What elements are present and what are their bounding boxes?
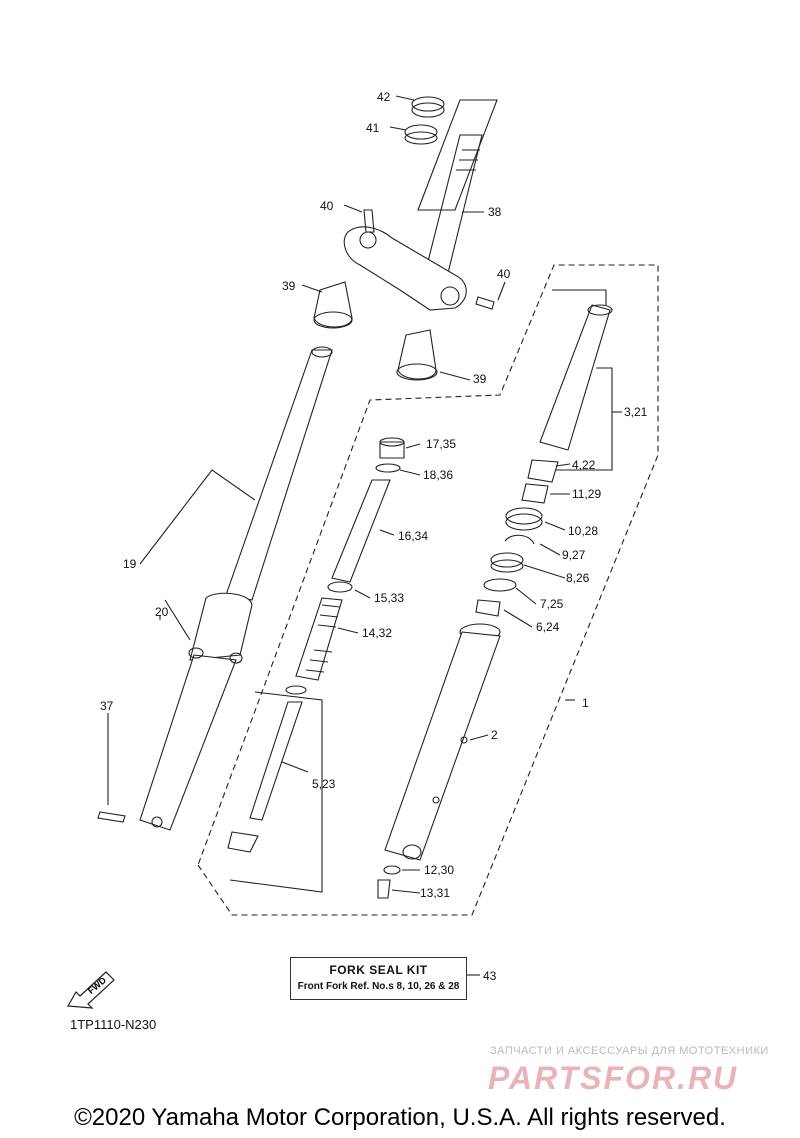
leader-lines-left <box>107 469 256 805</box>
callout-39-right: 39 <box>473 372 487 386</box>
fork-seal-kit-box: FORK SEAL KIT Front Fork Ref. No.s 8, 10… <box>290 957 467 1000</box>
spacer-16-34 <box>331 479 391 583</box>
watermark-logo: PARTSFOR.RU <box>488 1060 739 1096</box>
callout-8-26: 8,26 <box>566 571 590 585</box>
bushing-4-22 <box>527 459 559 483</box>
washer-15-33 <box>327 581 353 593</box>
washer-7-25 <box>483 578 517 592</box>
dust-seal-8-26 <box>490 552 524 573</box>
callout-10-28: 10,28 <box>568 524 599 538</box>
inner-tube-3-21 <box>539 304 613 451</box>
callout-13-31: 13,31 <box>420 886 451 900</box>
cover-39-left <box>313 281 353 329</box>
callout-7-25: 7,25 <box>540 597 564 611</box>
o-ring-18-36 <box>375 463 401 473</box>
bolt-40-top <box>363 209 375 233</box>
bolt-37 <box>97 811 126 823</box>
oil-seal-10-28 <box>505 507 543 531</box>
callout-40-top: 40 <box>320 199 334 213</box>
callout-17-35: 17,35 <box>426 437 457 451</box>
fork-leg-assembled-left <box>139 346 333 831</box>
callout-40-right: 40 <box>497 267 511 281</box>
callout-39-left: 39 <box>282 279 296 293</box>
callout-6-24: 6,24 <box>536 620 560 634</box>
under-bracket-and-stem <box>343 99 498 311</box>
callout-41: 41 <box>366 121 380 135</box>
callout-2: 2 <box>491 728 498 742</box>
callout-4-22: 4,22 <box>572 458 596 472</box>
callout-42: 42 <box>377 90 391 104</box>
bushing-6-24 <box>475 599 501 617</box>
fwd-arrow-icon: FWD <box>66 966 116 1015</box>
bolt-13-31 <box>377 879 391 899</box>
callout-16-34: 16,34 <box>398 529 429 543</box>
callout-19: 19 <box>123 557 137 571</box>
callout-14-32: 14,32 <box>362 626 393 640</box>
diagram-code: 1TP1110-N230 <box>70 1017 157 1032</box>
callout-9-27: 9,27 <box>562 548 586 562</box>
callout-12-30: 12,30 <box>424 863 455 877</box>
callout-15-33: 15,33 <box>374 591 405 605</box>
callout-43: 43 <box>483 969 497 983</box>
copyright-notice: ©2020 Yamaha Motor Corporation, U.S.A. A… <box>74 1104 726 1131</box>
bearing-42 <box>411 96 445 118</box>
bolt-40-right <box>475 296 495 310</box>
callout-1: 1 <box>582 696 589 710</box>
clip-9-27 <box>504 534 535 545</box>
callout-3-21: 3,21 <box>624 405 648 419</box>
callout-18-36: 18,36 <box>423 468 454 482</box>
leader-lines-right <box>229 95 622 976</box>
callout-11-29: 11,29 <box>572 487 602 501</box>
spring-14-32 <box>295 597 343 681</box>
outer-tube-2 <box>384 623 501 861</box>
kit-subtitle: Front Fork Ref. No.s 8, 10, 26 & 28 <box>297 981 460 992</box>
cap-bolt-17-35 <box>379 437 405 459</box>
callout-37: 37 <box>100 699 114 713</box>
kit-title: FORK SEAL KIT <box>329 963 428 977</box>
bushing-11-29 <box>521 483 549 504</box>
callout-38: 38 <box>488 205 502 219</box>
callout-20: 20 <box>155 605 169 619</box>
damper-rod-5-23 <box>227 685 307 853</box>
assembly-boundary-dashed <box>197 264 659 916</box>
cover-39-right <box>396 329 438 381</box>
callout-5-23: 5,23 <box>312 777 336 791</box>
washer-12-30 <box>383 865 401 875</box>
watermark-tagline: ЗАПЧАСТИ И АКСЕССУАРЫ ДЛЯ МОТОТЕХНИКИ <box>490 1045 769 1057</box>
seal-41 <box>404 124 438 145</box>
